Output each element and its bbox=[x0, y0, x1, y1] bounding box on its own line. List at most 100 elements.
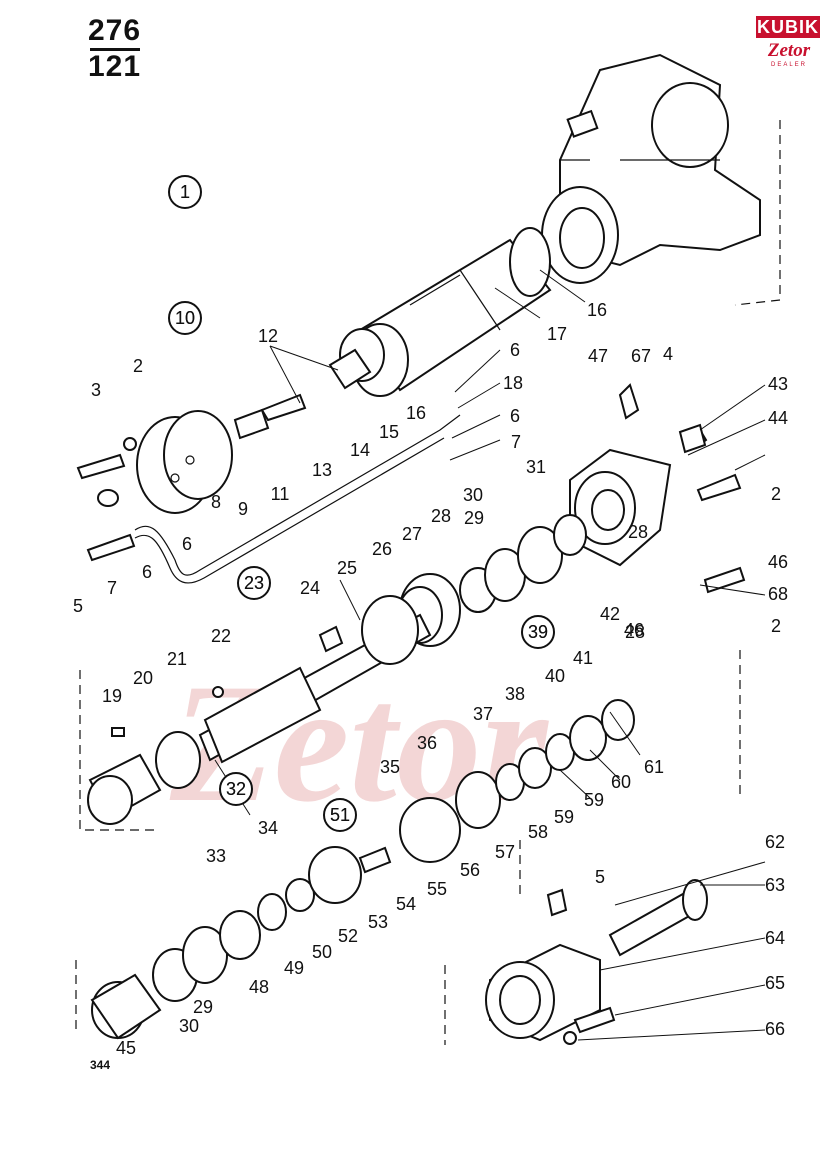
part-number-label: 62 bbox=[765, 832, 785, 852]
part-number-label: 8 bbox=[211, 492, 221, 512]
part-number-label: 58 bbox=[528, 822, 548, 842]
bearing-stack-bottom-left bbox=[75, 840, 521, 1040]
part-number-label: 2 bbox=[771, 484, 781, 504]
part-number-label: 42 bbox=[600, 604, 620, 624]
group-number: 51 bbox=[330, 805, 350, 825]
catalog-section-number: 121 bbox=[88, 50, 142, 83]
part-number-label: 37 bbox=[473, 704, 493, 724]
part-number-label: 10 bbox=[175, 308, 195, 328]
part-number-label: 16 bbox=[406, 403, 426, 423]
part-number-label: 32 bbox=[226, 779, 246, 799]
header-fraction-line bbox=[90, 48, 140, 51]
part-number-label: 46 bbox=[624, 620, 644, 640]
part-number-label: 48 bbox=[249, 977, 269, 997]
group-circle bbox=[219, 772, 253, 806]
part-number-label: 51 bbox=[330, 805, 350, 825]
part-number-label: 6 bbox=[510, 340, 520, 360]
part-number-label: 28 bbox=[625, 622, 645, 642]
part-number-label: 59 bbox=[584, 790, 604, 810]
part-number-label: 46 bbox=[768, 552, 788, 572]
part-number-label: 65 bbox=[765, 973, 785, 993]
page-number: 344 bbox=[90, 1058, 111, 1072]
part-number-label: 41 bbox=[573, 648, 593, 668]
part-number-label: 35 bbox=[380, 757, 400, 777]
kubik-zetor-logo: KUBIK Zetor DEALER bbox=[756, 12, 820, 70]
part-number-label: 29 bbox=[464, 508, 484, 528]
part-number-label: 14 bbox=[350, 440, 370, 460]
main-shaft bbox=[198, 595, 432, 764]
part-number-label: 27 bbox=[402, 524, 422, 544]
part-number-label: 53 bbox=[368, 912, 388, 932]
cover-flange bbox=[136, 410, 233, 514]
part-number-label: 11 bbox=[271, 484, 290, 504]
group-number: 32 bbox=[226, 779, 246, 799]
part-number-label: 52 bbox=[338, 926, 358, 946]
part-number-label: 30 bbox=[463, 485, 483, 505]
part-number-label: 7 bbox=[107, 578, 117, 598]
part-number-label: 12 bbox=[258, 326, 278, 346]
part-number-label: 17 bbox=[547, 324, 567, 344]
part-number-label: 19 bbox=[102, 686, 122, 706]
part-number-label: 39 bbox=[528, 622, 548, 642]
part-number-label: 56 bbox=[460, 860, 480, 880]
leader-lines bbox=[214, 269, 766, 1041]
part-number-label: 20 bbox=[133, 668, 153, 688]
part-number-label: 31 bbox=[526, 457, 546, 477]
part-number-label: 67 bbox=[631, 346, 651, 366]
part-number-label: 66 bbox=[765, 1019, 785, 1039]
output-housing bbox=[444, 879, 708, 1045]
part-number-label: 55 bbox=[427, 879, 447, 899]
group-circle bbox=[168, 301, 202, 335]
group-number: 10 bbox=[175, 308, 195, 328]
part-number-label: 63 bbox=[765, 875, 785, 895]
part-number-label: 2 bbox=[771, 616, 781, 636]
part-number-label: 26 bbox=[372, 539, 392, 559]
part-number-label: 29 bbox=[193, 997, 213, 1017]
logo-dealer-text: DEALER bbox=[770, 62, 807, 68]
group-circle bbox=[237, 566, 271, 600]
part-number-label: 44 bbox=[768, 408, 788, 428]
part-number-label: 22 bbox=[211, 626, 231, 646]
group-circle bbox=[168, 175, 202, 209]
oil-pipe bbox=[134, 414, 461, 576]
part-number-label: 15 bbox=[379, 422, 399, 442]
part-number-label: 45 bbox=[116, 1038, 136, 1058]
part-number-label: 36 bbox=[417, 733, 437, 753]
part-number-label: 6 bbox=[510, 406, 520, 426]
valve-block bbox=[569, 383, 746, 594]
part-number-label: 21 bbox=[167, 649, 187, 669]
logo-kubik-text: KUBIK bbox=[756, 16, 820, 38]
part-number-label: 24 bbox=[300, 578, 320, 598]
part-number-label: 49 bbox=[284, 958, 304, 978]
logo-zetor-text: Zetor bbox=[767, 40, 811, 61]
part-number-label: 40 bbox=[545, 666, 565, 686]
part-number-label: 30 bbox=[179, 1016, 199, 1036]
part-number-label: 50 bbox=[312, 942, 332, 962]
part-number-label: 28 bbox=[431, 506, 451, 526]
group-number: 23 bbox=[244, 573, 264, 593]
part-number-label: 5 bbox=[595, 867, 605, 887]
part-number-label: 61 bbox=[644, 757, 664, 777]
part-number-label: 59 bbox=[554, 807, 574, 827]
part-number-label: 6 bbox=[142, 562, 152, 582]
group-number: 1 bbox=[180, 182, 190, 202]
part-number-label: 64 bbox=[765, 928, 785, 948]
group-circle bbox=[323, 798, 357, 832]
part-number-label: 18 bbox=[503, 373, 523, 393]
bearing-stack-lower bbox=[399, 650, 741, 863]
sleeve-left bbox=[79, 670, 224, 831]
part-number-label: 68 bbox=[768, 584, 788, 604]
part-number-label: 34 bbox=[258, 818, 278, 838]
catalog-page-number: 276 bbox=[88, 14, 142, 47]
part-number-label: 43 bbox=[768, 374, 788, 394]
part-number-label: 57 bbox=[495, 842, 515, 862]
part-number-label: 9 bbox=[238, 499, 248, 519]
part-number-label: 6 bbox=[182, 534, 192, 554]
part-number-label: 16 bbox=[587, 300, 607, 320]
part-number-label: 2 bbox=[133, 356, 143, 376]
bolts-left bbox=[76, 393, 307, 562]
part-number-label: 23 bbox=[244, 573, 264, 593]
